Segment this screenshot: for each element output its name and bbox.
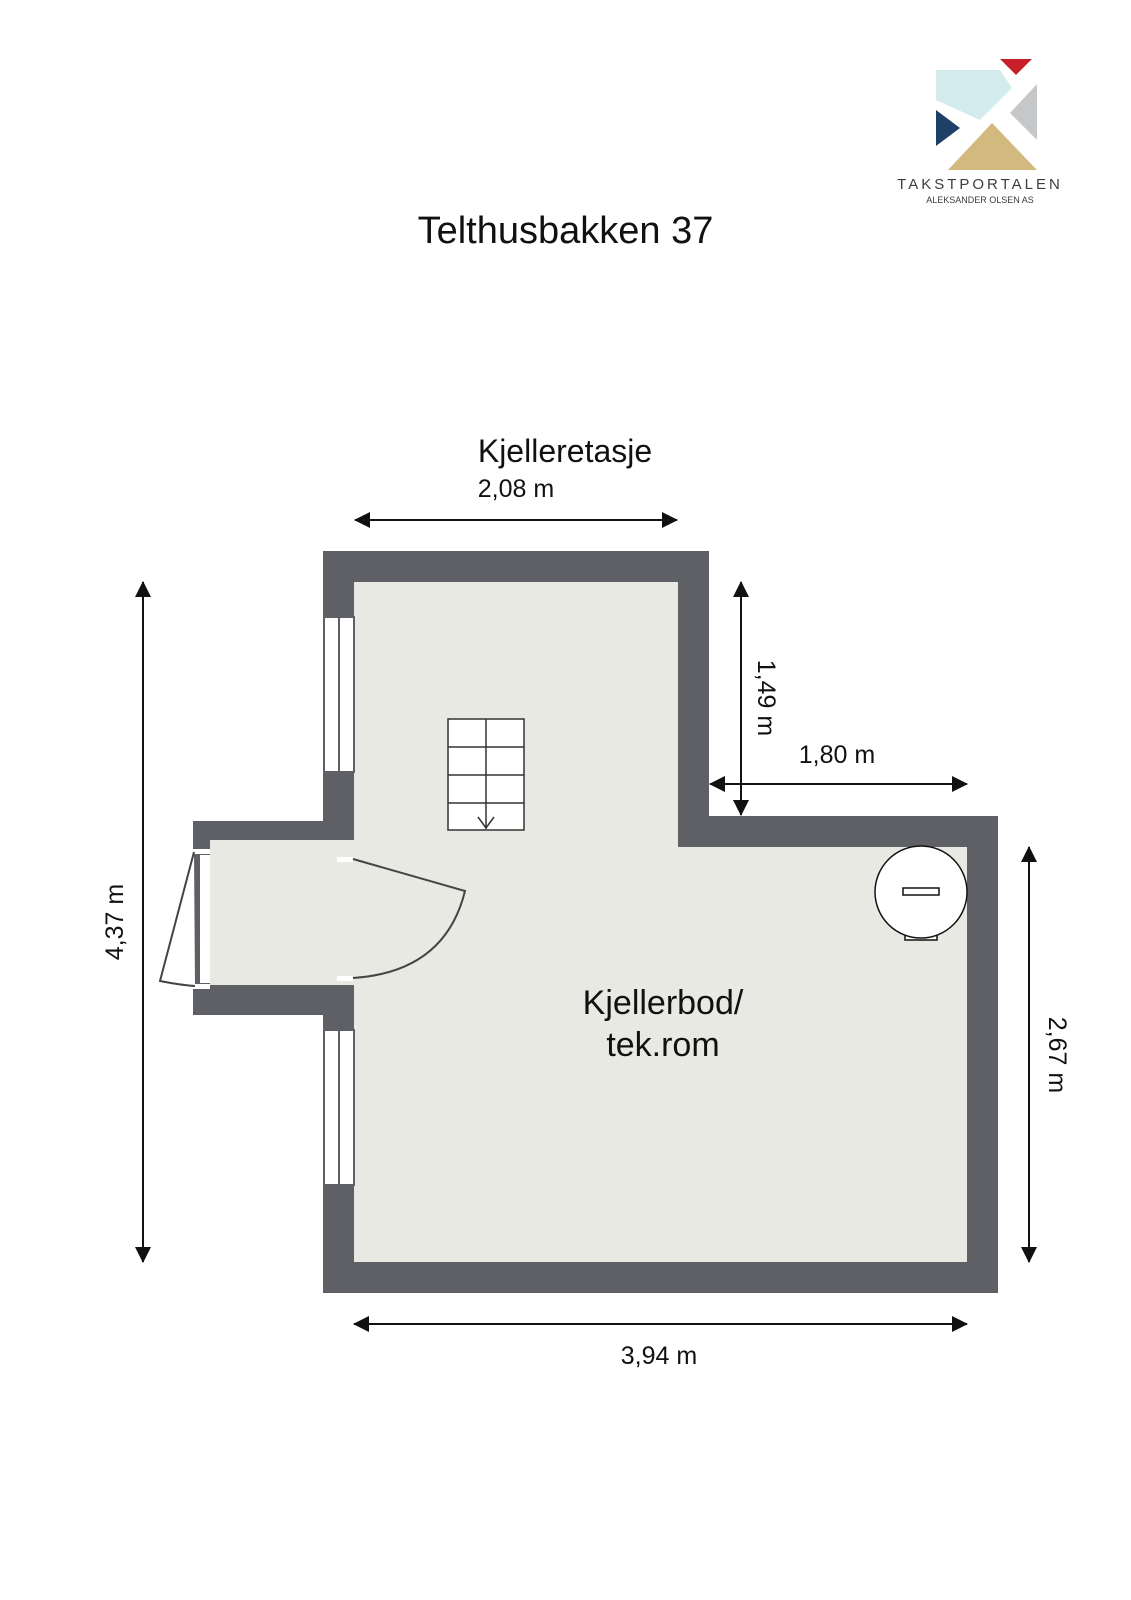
page-title: Telthusbakken 37 (417, 210, 714, 252)
dim-text-bottom: 3,94 m (621, 1342, 697, 1370)
water-heater-icon (874, 845, 968, 941)
takstportalen-logo-icon (936, 59, 1037, 170)
floor-label: Kjelleretasje (478, 433, 652, 469)
logo-subtitle: ALEKSANDER OLSEN AS (926, 195, 1034, 205)
logo-text: TAKSTPORTALEN ALEKSANDER OLSEN AS (880, 176, 1080, 205)
window-lower (323, 1029, 355, 1186)
room-label-line2: tek.rom (606, 1026, 719, 1064)
room-label-line1: Kjellerbod/ (583, 984, 744, 1022)
dim-text-step: 1,80 m (799, 741, 875, 769)
dim-text-top: 2,08 m (478, 475, 554, 503)
dimension-lines (135, 512, 1037, 1332)
dim-text-left: 4,37 m (101, 884, 129, 960)
dim-text-right: 2,67 m (1043, 1017, 1071, 1093)
inner-door (337, 857, 467, 981)
stairs-icon (447, 718, 525, 831)
entry-door (158, 849, 210, 989)
window-upper (323, 616, 355, 773)
logo-name: TAKSTPORTALEN (897, 176, 1063, 193)
dim-text-upper-right: 1,49 m (752, 660, 780, 736)
